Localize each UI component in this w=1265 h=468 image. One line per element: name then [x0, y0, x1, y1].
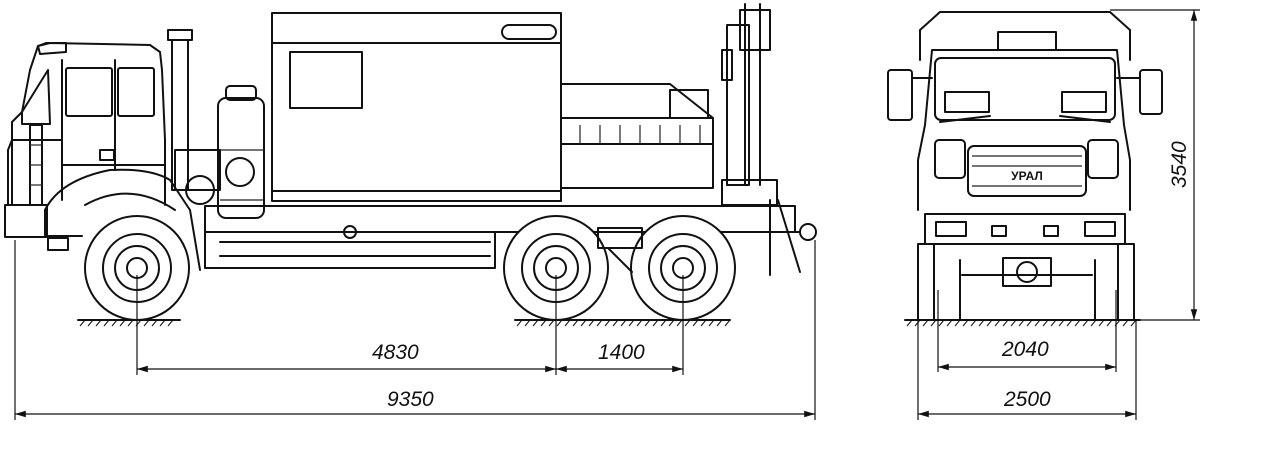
chassis-frame [204, 205, 817, 269]
dim-height-3540: 3540 [1168, 141, 1191, 188]
ground-hatch [1106, 319, 1113, 327]
cargo-module [271, 12, 562, 202]
ground-hatch [644, 319, 651, 327]
cab [7, 42, 166, 206]
ground-hatch [1034, 319, 1041, 327]
ground-hatch [1018, 319, 1025, 327]
ground-hatch [668, 319, 675, 327]
ground-hatch [596, 319, 603, 327]
ground-hatch [151, 319, 158, 327]
ground-hatch [684, 319, 691, 327]
ground-hatch [1026, 319, 1033, 327]
ground-hatch [524, 319, 531, 327]
ground-hatch [700, 319, 707, 327]
ground-hatch [532, 319, 539, 327]
ground-hatch [906, 319, 913, 327]
open-platform [560, 83, 714, 189]
ground-hatch [930, 319, 937, 327]
ground-hatch [946, 319, 953, 327]
ground-hatch [708, 319, 715, 327]
dimension-lines-front [917, 9, 1200, 420]
front-cab [887, 11, 1163, 211]
ground-hatch [676, 319, 683, 327]
front-axle [917, 243, 1135, 321]
dim-rear-axle-1400: 1400 [598, 341, 645, 364]
ground-hatch [79, 319, 86, 327]
ground-hatch [87, 319, 94, 327]
ground-hatch [588, 319, 595, 327]
brand-badge: УРАЛ [1011, 169, 1043, 183]
ground-hatch [692, 319, 699, 327]
ground-hatch [516, 319, 523, 327]
ground-hatch [119, 319, 126, 327]
ground-hatch [556, 319, 563, 327]
ground-hatch [620, 319, 627, 327]
ground-hatch [978, 319, 985, 327]
ground-hatch [1042, 319, 1049, 327]
wheel-rear-2 [630, 215, 736, 321]
ground-hatch [540, 319, 547, 327]
exhaust-pipe [167, 29, 193, 191]
ground-hatch [572, 319, 579, 327]
ground-hatch [159, 319, 166, 327]
dim-wheelbase-4830: 4830 [372, 341, 419, 364]
ground-hatch [612, 319, 619, 327]
ground-hatch [143, 319, 150, 327]
ground-hatch [167, 319, 174, 327]
ground-hatch [1010, 319, 1017, 327]
ground-line-front [77, 319, 181, 327]
ground-hatch [1066, 319, 1073, 327]
dim-track-2040: 2040 [1001, 338, 1049, 361]
ground-hatch [1098, 319, 1105, 327]
rear-suspension [597, 227, 643, 273]
ground-hatch [1082, 319, 1089, 327]
ground-hatch [1074, 319, 1081, 327]
front-view: УРАЛ [887, 9, 1200, 420]
ground-hatch [564, 319, 571, 327]
ground-hatch [938, 319, 945, 327]
ground-hatch [716, 319, 723, 327]
wheel-front [84, 215, 190, 321]
dim-width-2500: 2500 [1003, 388, 1051, 411]
front-fender [4, 168, 201, 271]
ground-hatch [954, 319, 961, 327]
ground-hatch [1050, 319, 1057, 327]
ground-hatch [628, 319, 635, 327]
dimension-lines-side [14, 240, 816, 420]
ground-hatch [660, 319, 667, 327]
crane [721, 3, 801, 276]
ground-line-rear [514, 319, 731, 327]
ground-hatch [604, 319, 611, 327]
ground-hatch [1002, 319, 1009, 327]
ground-hatch [1058, 319, 1065, 327]
ground-hatch [111, 319, 118, 327]
ground-hatch [127, 319, 134, 327]
ground-hatch [580, 319, 587, 327]
ground-hatch [103, 319, 110, 327]
side-view: 4830 1400 9350 [4, 3, 817, 420]
front-grille: УРАЛ [934, 139, 1119, 197]
front-bumper [924, 213, 1126, 245]
ground-hatch [95, 319, 102, 327]
ground-hatch [652, 319, 659, 327]
ground-hatch [1130, 319, 1137, 327]
ground-hatch [962, 319, 969, 327]
ground-hatch [724, 319, 731, 327]
equipment-block [174, 85, 265, 219]
ground-hatch [1090, 319, 1097, 327]
ground-hatch [986, 319, 993, 327]
dim-length-9350: 9350 [387, 388, 434, 411]
ground-hatch [548, 319, 555, 327]
ground-hatch [636, 319, 643, 327]
ground-hatch [970, 319, 977, 327]
ground-hatch [994, 319, 1001, 327]
